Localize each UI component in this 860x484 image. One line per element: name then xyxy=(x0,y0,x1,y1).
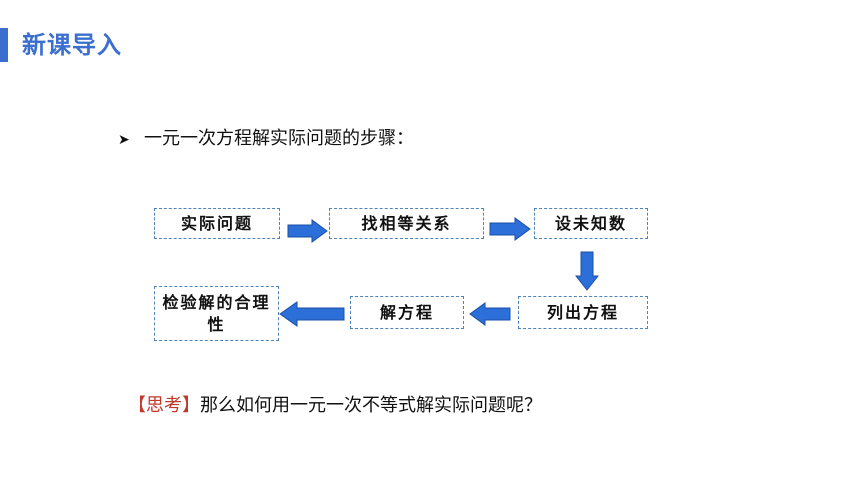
step-label-5: 解方程 xyxy=(379,302,434,322)
step-label-6: 检验解的合理性 xyxy=(162,292,271,334)
think-prompt: 【思考】那么如何用一元一次不等式解实际问题呢？ xyxy=(128,393,542,419)
arrow-bullet-icon: ➤ xyxy=(118,132,130,148)
step-label-3: 设未知数 xyxy=(554,213,627,233)
step-label-1: 实际问题 xyxy=(180,213,253,233)
arrow-right-icon xyxy=(489,217,531,241)
step-label-4: 列出方程 xyxy=(546,302,619,322)
think-tag: 【思考】 xyxy=(128,395,200,416)
arrow-left-icon xyxy=(279,301,345,327)
think-text: 那么如何用一元一次不等式解实际问题呢？ xyxy=(200,395,542,416)
step-box-3: 设未知数 xyxy=(534,208,648,239)
page-title: 新课导入 xyxy=(22,31,122,59)
arrow-down-icon xyxy=(575,251,599,291)
step-box-6: 检验解的合理性 xyxy=(154,286,279,341)
step-box-5: 解方程 xyxy=(350,296,464,329)
step-box-4: 列出方程 xyxy=(518,296,648,329)
header-accent-bar xyxy=(0,28,8,62)
arrow-left-icon xyxy=(469,302,511,326)
arrow-right-icon xyxy=(287,219,328,243)
intro-line: ➤ 一元一次方程解实际问题的步骤： xyxy=(118,127,414,151)
intro-text: 一元一次方程解实际问题的步骤： xyxy=(144,128,414,149)
step-label-2: 找相等关系 xyxy=(361,213,452,233)
step-box-2: 找相等关系 xyxy=(329,208,484,239)
step-box-1: 实际问题 xyxy=(154,208,280,239)
